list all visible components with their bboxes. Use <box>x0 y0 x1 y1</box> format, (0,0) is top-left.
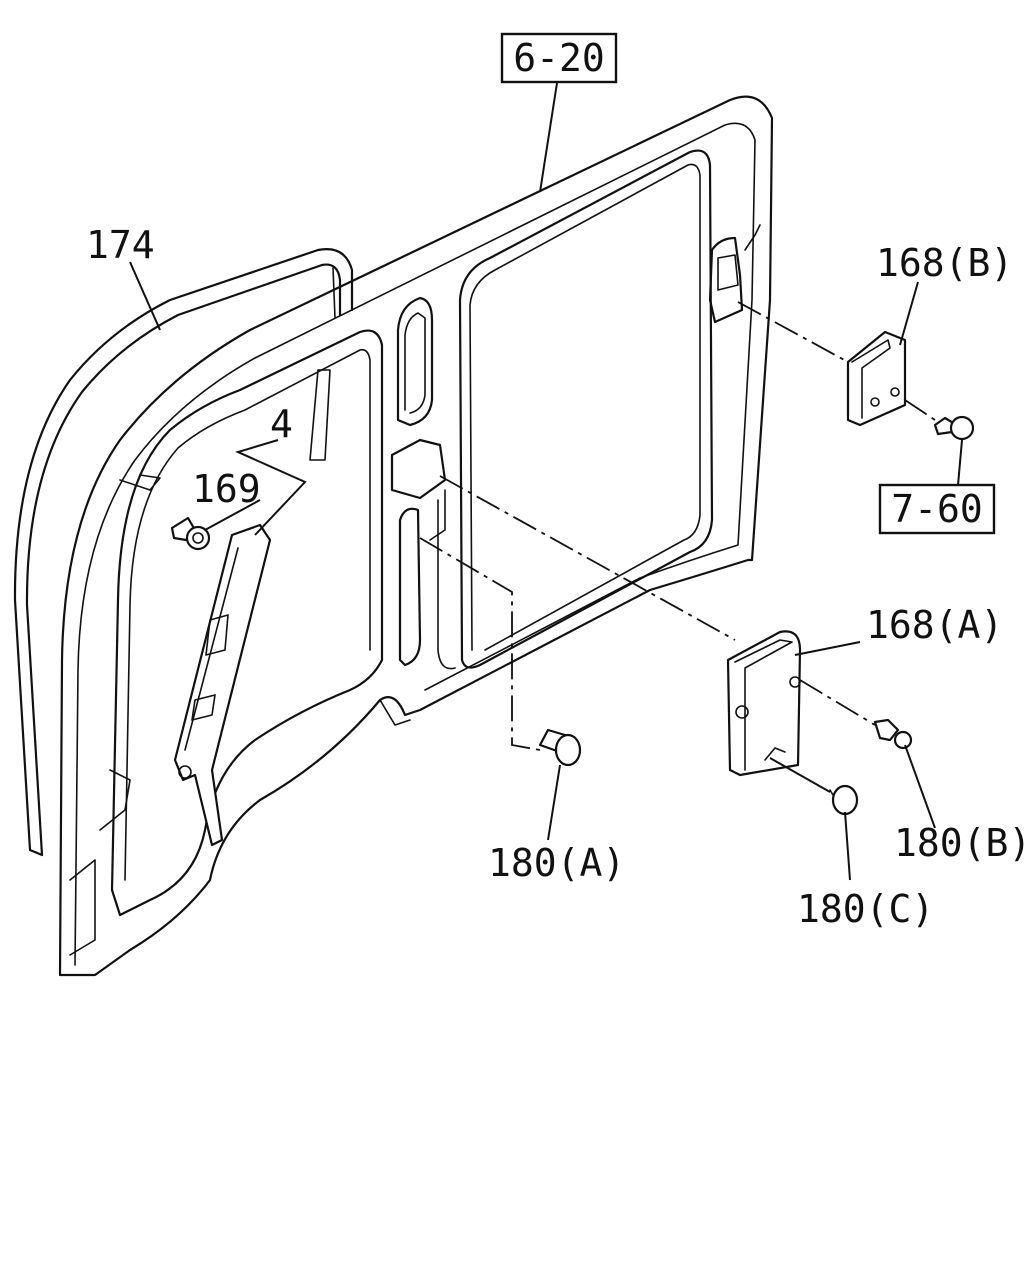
fastener-180a <box>538 728 582 767</box>
cover-168a <box>726 630 802 777</box>
clip-169 <box>170 516 211 551</box>
cover-168b <box>846 330 907 427</box>
trim-piece-4 <box>173 523 272 847</box>
door-panel <box>58 95 774 977</box>
callout-180c: 180(C) <box>797 887 934 931</box>
weatherstrip-174 <box>13 248 354 857</box>
ref-box-7-60 <box>878 483 996 535</box>
ref-box-6-20 <box>500 32 618 84</box>
assembly-lines <box>419 301 936 793</box>
callout-4: 4 <box>270 402 293 446</box>
leader-lines <box>129 82 963 881</box>
callout-180a: 180(A) <box>488 841 625 885</box>
callout-180b: 180(B) <box>894 821 1024 865</box>
fastener-180b <box>873 718 913 750</box>
callout-168b: 168(B) <box>876 241 1013 285</box>
callout-169: 169 <box>192 467 261 511</box>
callout-174: 174 <box>86 223 155 267</box>
callout-168a: 168(A) <box>866 603 1003 647</box>
fastener-180c <box>829 784 859 816</box>
ref-label-7-60: 7-60 <box>891 487 983 531</box>
screw <box>933 415 975 441</box>
ref-label-6-20: 6-20 <box>513 36 605 80</box>
